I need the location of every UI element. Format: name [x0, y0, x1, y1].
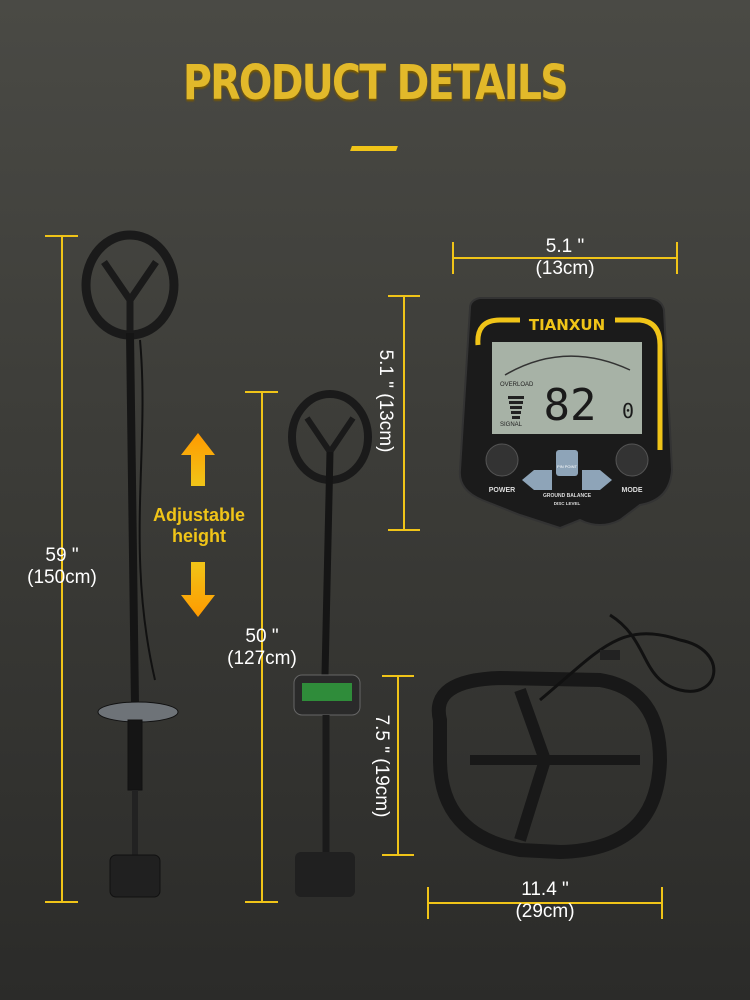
disc-level-label: DISC LEVEL	[554, 501, 581, 506]
cable-connector	[600, 650, 620, 660]
coil-cable	[539, 613, 716, 702]
ground-balance-label: GROUND BALANCE	[543, 493, 592, 499]
coil-height-cm: (19cm)	[371, 758, 392, 818]
lcd-depth: 0	[622, 399, 634, 423]
control-height-inch: 5.1 "	[375, 349, 396, 389]
plus-button[interactable]	[582, 470, 612, 490]
power-label: POWER	[489, 487, 515, 494]
short-height-inch: 50 "	[245, 626, 279, 647]
coil-width-cm: (29cm)	[515, 901, 575, 922]
adjustable-label-line2: height	[172, 526, 226, 546]
adjustable-height-label: Adjustable height	[140, 505, 258, 547]
adjustable-label-line1: Adjustable	[152, 505, 245, 525]
brand-logo: TIANXUN	[529, 316, 605, 334]
coil-height-label: 7.5 " (19cm)	[370, 701, 392, 831]
control-height-label: 5.1 " (13cm)	[374, 336, 396, 466]
full-height-cm: (150cm)	[27, 567, 97, 588]
detector-short-length	[288, 390, 372, 897]
arrow-up-icon	[181, 433, 215, 486]
control-width-label: 5.1 " (13cm)	[513, 236, 617, 280]
full-height-label: 59 " (150cm)	[10, 545, 114, 589]
signal-bars-icon	[508, 396, 524, 419]
short-height-cm: (127cm)	[227, 648, 297, 669]
lcd-reading: 82	[544, 380, 597, 431]
detector-full-length	[81, 230, 179, 898]
control-width-cm: (13cm)	[535, 258, 595, 279]
coil-width-inch: 11.4 "	[521, 879, 569, 900]
coil-height-inch: 7.5 "	[371, 714, 392, 754]
power-knob[interactable]	[485, 443, 519, 477]
lcd-overload: OVERLOAD	[500, 382, 534, 388]
dimension-lines	[45, 235, 678, 919]
lcd-signal: SIGNAL	[500, 422, 523, 428]
mode-label: MODE	[622, 487, 643, 494]
coil-width-label: 11.4 " (29cm)	[493, 879, 597, 923]
control-width-inch: 5.1 "	[545, 236, 585, 257]
short-height-label: 50 " (127cm)	[210, 626, 314, 670]
page-title: PRODUCT DETAILS	[183, 55, 569, 111]
mode-knob[interactable]	[615, 443, 649, 477]
arrow-down-icon	[181, 562, 215, 617]
control-box: TIANXUN 82 0 OVERLOAD SIGNAL POWER MODE …	[458, 297, 674, 530]
control-height-cm: (13cm)	[375, 393, 396, 453]
pinpoint-button[interactable]	[556, 450, 578, 476]
pinpoint-label: PIN POINT	[557, 464, 578, 469]
full-height-inch: 59 "	[45, 545, 79, 566]
search-coil	[431, 613, 716, 860]
minus-button[interactable]	[522, 470, 552, 490]
